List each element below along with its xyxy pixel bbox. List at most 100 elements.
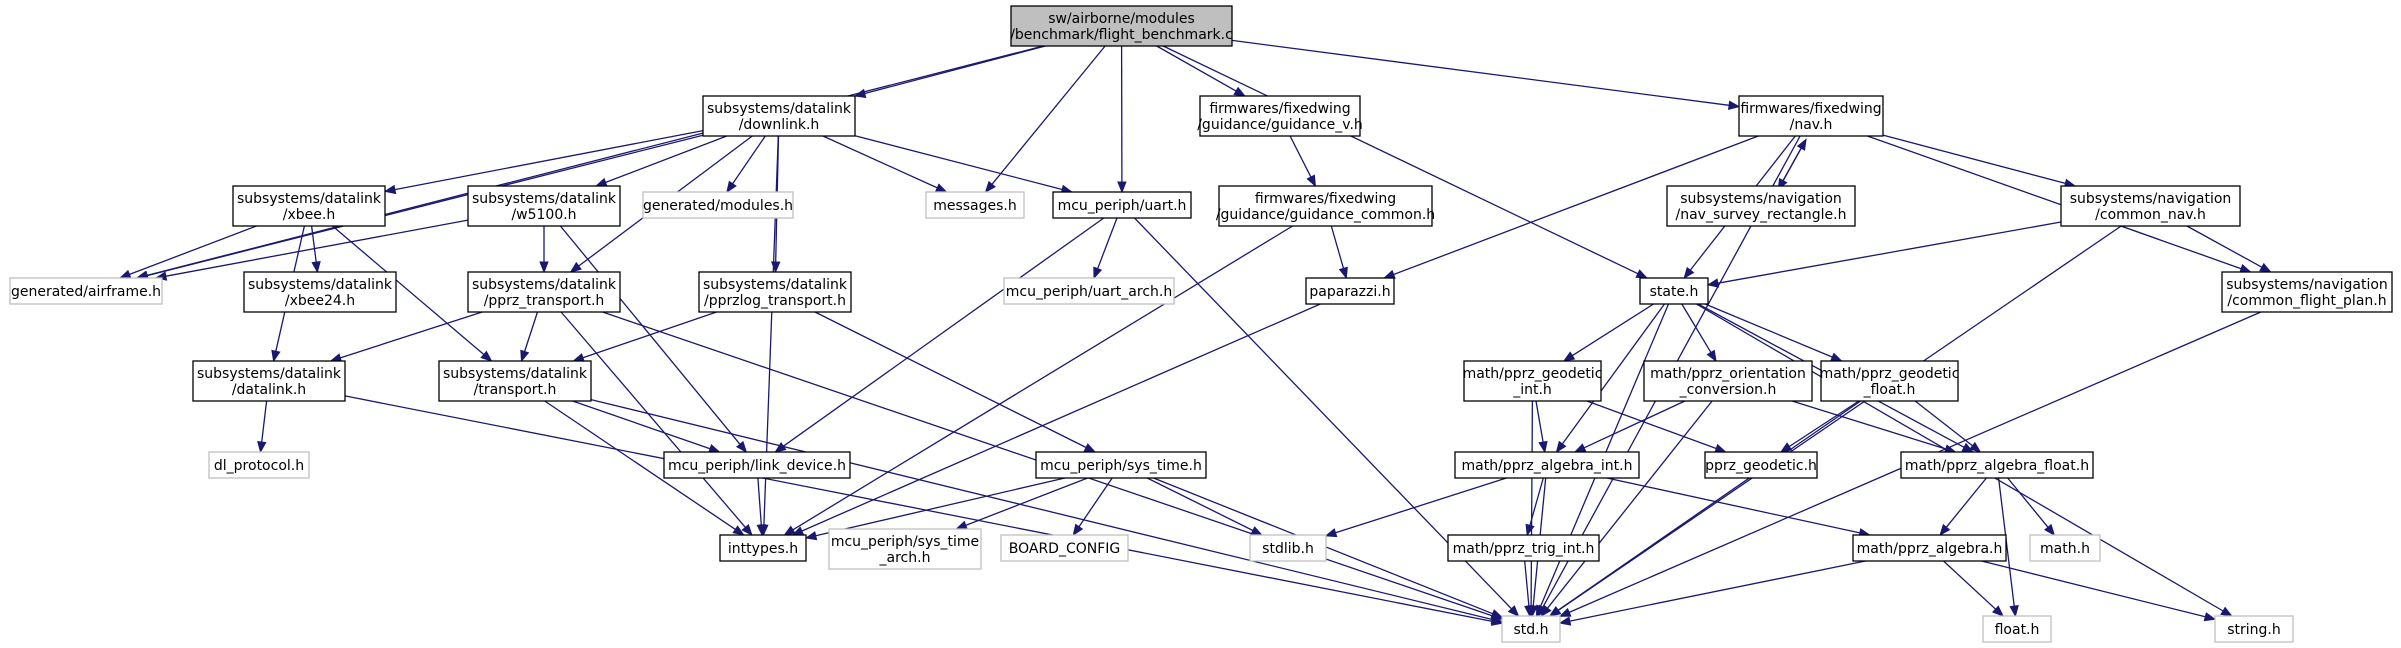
node-common-flight-plan[interactable]: subsystems/navigation/common_flight_plan… bbox=[2221, 271, 2393, 313]
node-label: math/pprz_orientation bbox=[1650, 366, 1806, 382]
node-state[interactable]: state.h bbox=[1639, 277, 1709, 305]
edge-state-to-geodetic-int bbox=[1562, 303, 1654, 362]
node-label: mcu_periph/link_device.h bbox=[668, 458, 846, 474]
node-pprz-geodetic[interactable]: pprz_geodetic.h bbox=[1704, 451, 1818, 479]
edge-geodetic-float-to-std bbox=[1548, 400, 1861, 617]
edge-link-device-to-inttypes bbox=[756, 477, 766, 537]
node-label: subsystems/datalink bbox=[248, 277, 393, 293]
node-pprz-algebra[interactable]: math/pprz_algebra.h bbox=[1852, 534, 2007, 562]
node-label: math/pprz_algebra_float.h bbox=[1905, 458, 2089, 474]
node-w5100[interactable]: subsystems/datalink/w5100.h bbox=[467, 185, 621, 227]
edge-root-to-nav bbox=[1231, 39, 1741, 110]
edge-geodetic-float-to-algebra-float bbox=[1914, 400, 1982, 453]
node-label: inttypes.h bbox=[728, 541, 798, 557]
edge-common-nav-to-state bbox=[1706, 221, 2062, 288]
node-xbee[interactable]: subsystems/datalink/xbee.h bbox=[232, 185, 386, 227]
edge-pprz-transport-to-inttypes bbox=[560, 311, 753, 537]
edge-nav-survey-to-nav bbox=[1777, 138, 1807, 190]
node-uart[interactable]: mcu_periph/uart.h bbox=[1052, 191, 1192, 219]
node-label: subsystems/navigation bbox=[2070, 191, 2232, 207]
edge-algebra-int-to-trig-int bbox=[1525, 477, 1544, 537]
edge-geodetic-int-to-pprz-geodetic bbox=[1586, 400, 1727, 453]
node-messages: messages.h bbox=[925, 191, 1025, 219]
node-pprz-transport[interactable]: subsystems/datalink/pprz_transport.h bbox=[467, 271, 621, 313]
edge-paparazzi-to-inttypes bbox=[791, 303, 1321, 536]
node-geodetic-int[interactable]: math/pprz_geodetic_int.h bbox=[1463, 360, 1603, 402]
node-label: pprz_geodetic.h bbox=[1705, 458, 1817, 474]
edge-pprzlog-transport-to-transport bbox=[572, 311, 717, 363]
node-label: generated/modules.h bbox=[643, 198, 793, 214]
node-trig-int[interactable]: math/pprz_trig_int.h bbox=[1447, 534, 1600, 562]
node-nav[interactable]: firmwares/fixedwing/nav.h bbox=[1738, 95, 1884, 137]
node-xbee24[interactable]: subsystems/datalink/xbee24.h bbox=[243, 271, 397, 313]
edge-guidance-common-to-paparazzi bbox=[1330, 225, 1348, 280]
node-guidance-v[interactable]: firmwares/fixedwing/guidance/guidance_v.… bbox=[1197, 95, 1363, 137]
node-guidance-common[interactable]: firmwares/fixedwing/guidance/guidance_co… bbox=[1216, 185, 1435, 227]
edge-w5100-to-pprz-transport bbox=[539, 226, 549, 274]
edge-guidance-v-to-guidance-common bbox=[1289, 135, 1317, 188]
node-label: /nav.h bbox=[1790, 117, 1833, 133]
node-label: subsystems/datalink bbox=[197, 366, 342, 382]
edge-transport-to-std bbox=[590, 398, 1504, 624]
edge-root-to-downlink bbox=[853, 45, 1046, 98]
edge-state-to-algebra-int bbox=[1555, 303, 1666, 454]
edge-xbee-to-xbee24 bbox=[310, 225, 321, 274]
edge-downlink-to-gen-modules bbox=[726, 135, 766, 194]
node-label: /transport.h bbox=[474, 382, 557, 398]
edge-downlink-to-uart bbox=[854, 135, 1074, 194]
node-label: /guidance/guidance_v.h bbox=[1197, 117, 1363, 133]
edge-uart-to-uart-arch bbox=[1093, 217, 1118, 280]
node-label: math/pprz_trig_int.h bbox=[1453, 541, 1595, 557]
node-stdlib: stdlib.h bbox=[1249, 534, 1327, 562]
node-gen-airframe: generated/airframe.h bbox=[9, 277, 163, 305]
node-label: mcu_periph/sys_time.h bbox=[1040, 458, 1202, 474]
node-algebra-int[interactable]: math/pprz_algebra_int.h bbox=[1454, 451, 1640, 479]
node-sys-time-arch: mcu_periph/sys_time_arch.h bbox=[828, 528, 982, 570]
node-label: sw/airborne/modules bbox=[1048, 11, 1195, 27]
edge-sys-time-to-sys-time-arch bbox=[955, 477, 1088, 530]
node-root[interactable]: sw/airborne/modules/benchmark/flight_ben… bbox=[1010, 5, 1233, 47]
node-label: subsystems/navigation bbox=[1680, 191, 1842, 207]
edge-sys-time-to-inttypes bbox=[804, 477, 1066, 541]
node-algebra-float[interactable]: math/pprz_algebra_float.h bbox=[1900, 451, 2094, 479]
node-label: /pprzlog_transport.h bbox=[704, 293, 846, 309]
node-string: string.h bbox=[2214, 615, 2294, 643]
node-label: /w5100.h bbox=[511, 207, 576, 223]
edge-uart-to-link-device bbox=[774, 217, 1105, 453]
node-label: /downlink.h bbox=[739, 117, 820, 133]
node-sys-time[interactable]: mcu_periph/sys_time.h bbox=[1035, 451, 1207, 479]
edge-root-to-messages bbox=[984, 45, 1106, 194]
node-label: _arch.h bbox=[879, 550, 931, 566]
node-float: float.h bbox=[1982, 615, 2052, 643]
node-label: subsystems/datalink bbox=[472, 191, 617, 207]
node-orientation-conv[interactable]: math/pprz_orientation_conversion.h bbox=[1643, 360, 1813, 402]
node-pprzlog-transport[interactable]: subsystems/datalink/pprzlog_transport.h bbox=[698, 271, 852, 313]
edge-sys-time-to-board-config bbox=[1072, 477, 1113, 537]
node-label: _conversion.h bbox=[1679, 382, 1777, 398]
node-datalink[interactable]: subsystems/datalink/datalink.h bbox=[192, 360, 346, 402]
edge-downlink-to-messages bbox=[822, 135, 948, 193]
edge-transport-to-inttypes bbox=[544, 400, 745, 536]
node-label: paparazzi.h bbox=[1309, 284, 1390, 300]
edge-pprz-transport-to-datalink bbox=[329, 311, 483, 363]
node-label: math/pprz_algebra_int.h bbox=[1462, 458, 1633, 474]
node-label: std.h bbox=[1514, 622, 1549, 638]
edge-pprzlog-transport-to-sys-time bbox=[814, 311, 1097, 453]
node-transport[interactable]: subsystems/datalink/transport.h bbox=[438, 360, 592, 402]
node-nav-survey[interactable]: subsystems/navigation/nav_survey_rectang… bbox=[1666, 185, 1856, 227]
node-label: subsystems/datalink bbox=[472, 277, 617, 293]
edge-pprz-algebra-to-std bbox=[1558, 560, 1866, 626]
node-label: generated/airframe.h bbox=[11, 284, 161, 300]
edge-nav-to-common-nav bbox=[1882, 134, 2077, 188]
node-geodetic-float[interactable]: math/pprz_geodetic_float.h bbox=[1820, 360, 1960, 402]
edge-state-to-orientation-conv bbox=[1681, 303, 1717, 363]
node-label: /nav_survey_rectangle.h bbox=[1676, 207, 1847, 223]
node-label: math/pprz_algebra.h bbox=[1857, 541, 2003, 557]
node-label: subsystems/navigation bbox=[2226, 277, 2388, 293]
node-common-nav[interactable]: subsystems/navigation/common_nav.h bbox=[2060, 185, 2241, 227]
node-downlink[interactable]: subsystems/datalink/downlink.h bbox=[702, 95, 856, 137]
node-inttypes[interactable]: inttypes.h bbox=[719, 534, 807, 562]
node-paparazzi[interactable]: paparazzi.h bbox=[1305, 277, 1395, 305]
node-link-device[interactable]: mcu_periph/link_device.h bbox=[663, 451, 851, 479]
